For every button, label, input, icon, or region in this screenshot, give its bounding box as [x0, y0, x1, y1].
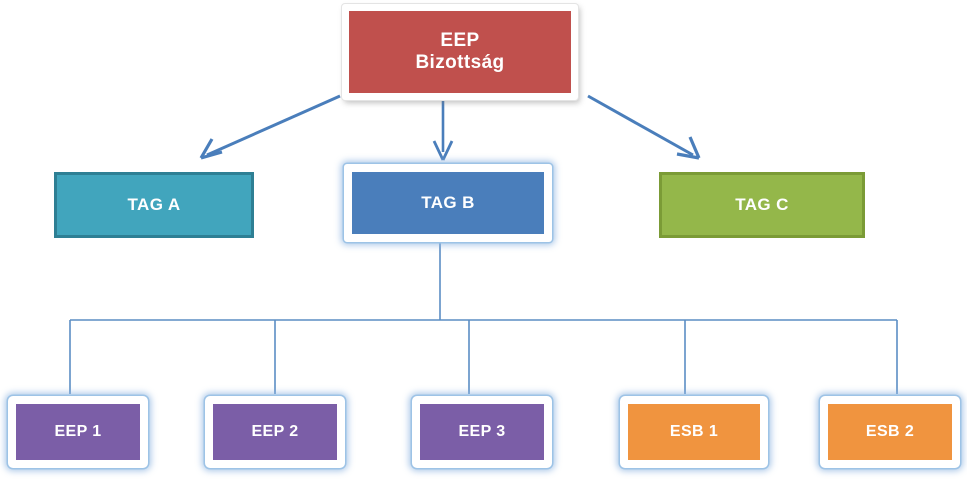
node-esb-2-label: ESB 2 — [865, 422, 915, 440]
arrow-root-to-tag-c — [587, 94, 701, 160]
node-esb-2[interactable]: ESB 2 — [820, 396, 960, 468]
node-tag-b[interactable]: TAG B — [344, 164, 552, 242]
node-eep-2[interactable]: EEP 2 — [205, 396, 345, 468]
node-eep-1-label: EEP 1 — [54, 422, 102, 440]
tag-b-subtree-connector — [69, 243, 898, 394]
arrow-root-to-tag-b — [432, 100, 454, 161]
node-eep-bizottsag-label: EEP Bizottság — [415, 29, 505, 73]
node-tag-a[interactable]: TAG A — [54, 172, 254, 238]
node-tag-a-label: TAG A — [127, 194, 181, 214]
node-tag-b-label: TAG B — [421, 192, 475, 212]
node-eep-2-label: EEP 2 — [251, 422, 299, 440]
node-eep-3[interactable]: EEP 3 — [412, 396, 552, 468]
node-eep-1[interactable]: EEP 1 — [8, 396, 148, 468]
arrow-root-to-tag-a — [199, 94, 341, 160]
node-tag-c[interactable]: TAG C — [659, 172, 865, 238]
node-esb-1[interactable]: ESB 1 — [620, 396, 768, 468]
node-eep-bizottsag[interactable]: EEP Bizottság — [342, 4, 578, 100]
node-tag-c-label: TAG C — [735, 194, 789, 214]
node-eep-3-label: EEP 3 — [458, 422, 506, 440]
node-esb-1-label: ESB 1 — [669, 422, 719, 440]
